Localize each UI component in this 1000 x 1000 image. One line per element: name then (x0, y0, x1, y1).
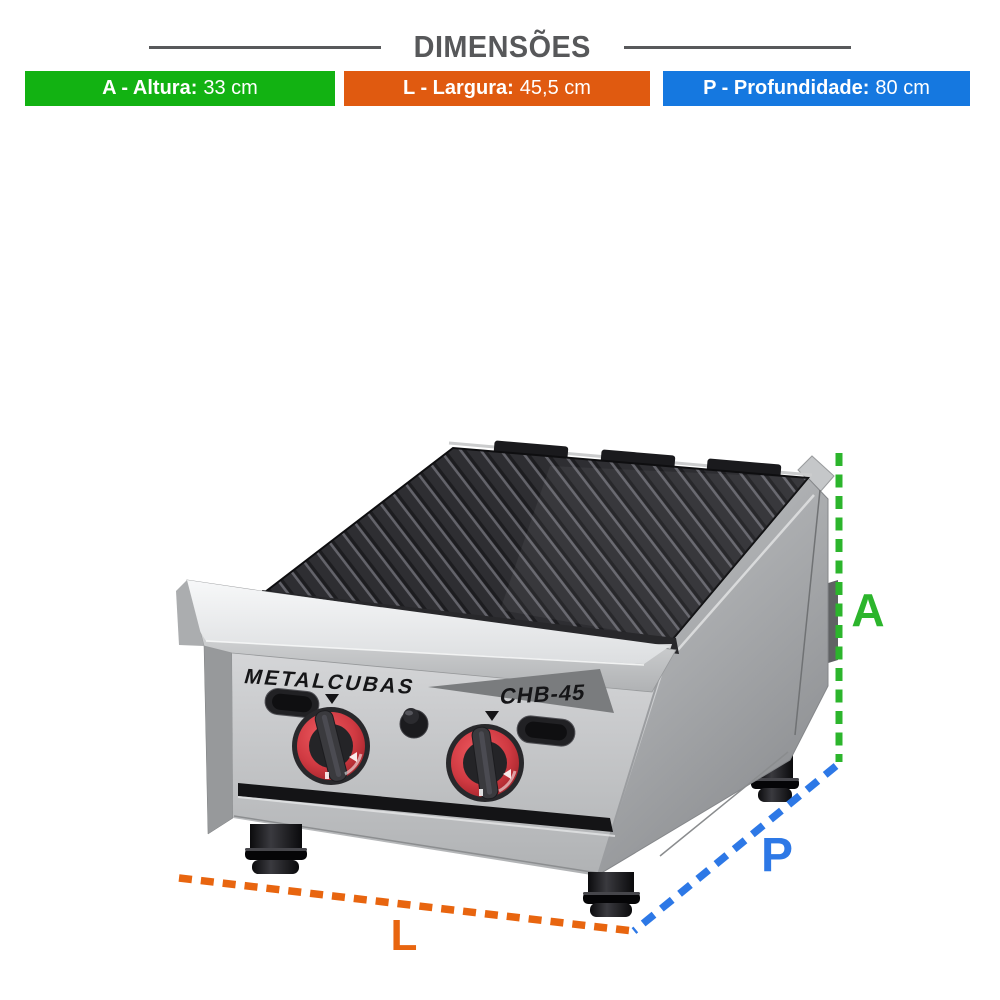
foot-front-left (245, 824, 307, 874)
title-rule-left (149, 45, 382, 49)
right-face-bottom-seam (659, 751, 789, 857)
front-right-edge (597, 647, 669, 876)
drip-tray-slot (238, 783, 613, 832)
title-rule-right (623, 45, 851, 49)
ignition-button (399, 708, 429, 739)
grate-sheen (500, 466, 808, 640)
banner-altura-value: 33 cm (203, 77, 258, 99)
banner-profundidade-value: 80 cm (875, 77, 930, 99)
hood-crease (205, 640, 645, 666)
right-face-chamfer-seam (794, 489, 821, 736)
hood-notch-shadow (428, 669, 614, 713)
body-left-face (203, 645, 234, 835)
knob-marker-left (325, 694, 339, 704)
right-face-top-rim (675, 494, 815, 653)
control-knob-right (446, 724, 524, 802)
knob-marker-right (485, 711, 499, 721)
height-dimension-label: A (851, 584, 884, 636)
banner-altura-label: A - Altura: (102, 77, 198, 99)
depth-dimension-label: P (761, 829, 793, 882)
pilot-button-right (516, 715, 576, 747)
width-dimension-label: L (391, 911, 418, 960)
foot-front-right (583, 872, 640, 917)
control-knob-left (292, 707, 370, 785)
banner-largura-value: 45,5 cm (519, 77, 591, 99)
pilot-button-left (264, 688, 320, 718)
banner-profundidade-label: P - Profundidade: (703, 77, 870, 99)
width-dimension-line (178, 874, 634, 935)
banner-altura: A - Altura: 33 cm (25, 71, 335, 106)
depth-dimension-line (631, 763, 839, 934)
front-hood-top-slope (187, 580, 670, 664)
hood-left-cap (176, 580, 204, 646)
drip-tray-highlight (237, 796, 616, 837)
page-title: DIMENSÕES (413, 29, 592, 64)
header: DIMENSÕES (0, 29, 1000, 64)
banner-largura: L - Largura: 45,5 cm (344, 71, 650, 106)
banner-largura-label: L - Largura: (403, 77, 514, 99)
model-label: CHB-45 (498, 680, 587, 709)
banner-profundidade: P - Profundidade: 80 cm (663, 71, 970, 106)
